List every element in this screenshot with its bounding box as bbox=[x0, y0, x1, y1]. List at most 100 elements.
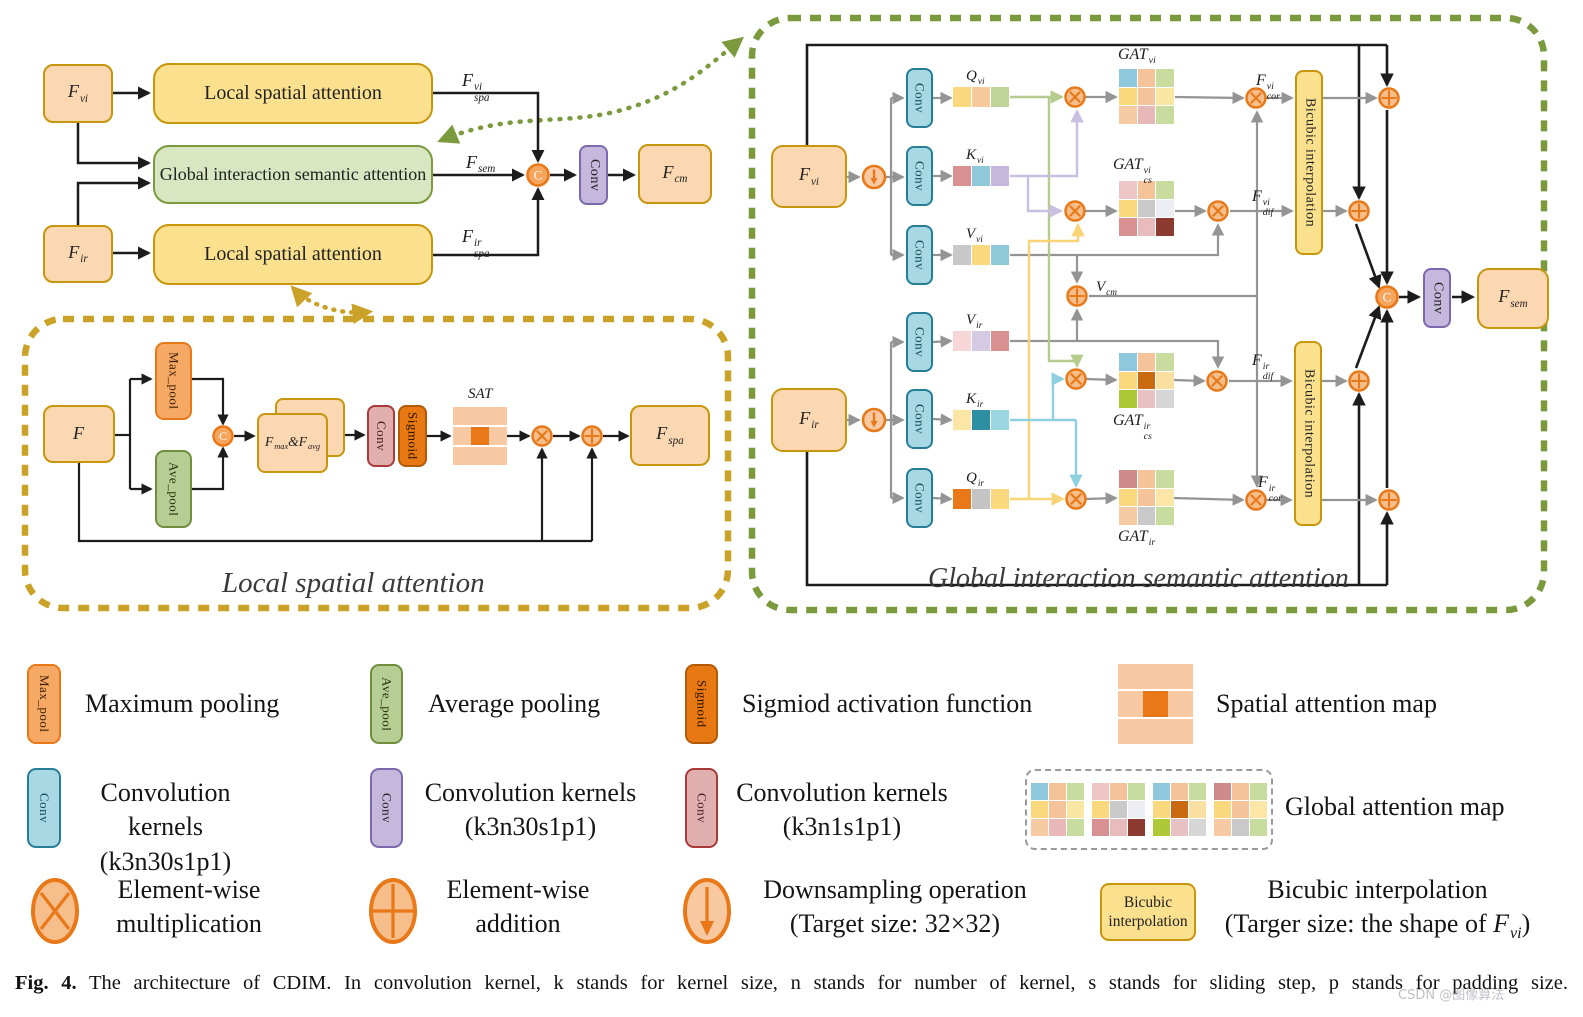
legend-bicubic-label: Bicubic interpolation (Targer size: the … bbox=[1224, 875, 1531, 943]
legend-conv-purple-box: Conv bbox=[370, 768, 403, 848]
overview-local-spatial-attention-bottom: Local spatial attention bbox=[153, 224, 433, 285]
connector-to-global-panel bbox=[437, 36, 744, 144]
connector-to-local-panel bbox=[290, 285, 374, 325]
color-cell bbox=[1110, 801, 1127, 818]
color-cell bbox=[953, 331, 971, 351]
color-cell bbox=[1250, 819, 1267, 836]
color-cell bbox=[1153, 801, 1170, 818]
watermark: CSDN @图像算法 bbox=[1398, 988, 1505, 1003]
color-cell bbox=[972, 331, 990, 351]
gp-mult-f-dif-vi bbox=[1207, 200, 1229, 227]
gp-downsample-op-ir bbox=[861, 407, 887, 438]
lp-concat-node: C bbox=[212, 425, 234, 452]
color-cell bbox=[1137, 353, 1156, 371]
gat-cs-vi-grid bbox=[1119, 181, 1174, 236]
color-cell bbox=[1171, 783, 1188, 800]
sat-core bbox=[470, 427, 490, 445]
legend-global-attention-map-icon bbox=[1025, 769, 1273, 850]
gp-downsample-op-vi bbox=[861, 164, 887, 195]
gp-mult-gat-vi bbox=[1064, 86, 1086, 113]
legend-downsample-label: Downsampling operation(Target size: 32×3… bbox=[763, 875, 1027, 939]
legend-sat-label: Spatial attention map bbox=[1216, 689, 1437, 718]
legend-ave-pool-box: Ave_pool bbox=[370, 664, 403, 744]
color-cell bbox=[1119, 218, 1137, 236]
v-vi-strip bbox=[953, 245, 1009, 265]
caption-text: The architecture of CDIM. In convolution… bbox=[76, 972, 1569, 994]
color-cell bbox=[1137, 390, 1156, 408]
color-cell bbox=[1119, 390, 1137, 408]
color-cell bbox=[1137, 181, 1156, 199]
legend-downsample-icon bbox=[680, 876, 734, 951]
sat-band-bottom bbox=[453, 447, 507, 465]
local-panel-title: Local spatial attention bbox=[222, 567, 485, 599]
color-cell bbox=[1137, 470, 1156, 488]
color-cell bbox=[1137, 507, 1156, 525]
color-cell bbox=[972, 87, 990, 107]
color-cell bbox=[1119, 87, 1137, 106]
legend-gam-grid-2 bbox=[1092, 783, 1145, 836]
color-cell bbox=[953, 489, 971, 509]
legend-sigmoid-label: Sigmiod activation function bbox=[742, 689, 1033, 718]
color-cell bbox=[1156, 371, 1174, 390]
color-cell bbox=[953, 410, 971, 430]
sat-band-mid bbox=[453, 427, 507, 445]
color-cell bbox=[1153, 819, 1170, 836]
color-cell bbox=[1119, 353, 1137, 371]
legend-add-icon bbox=[366, 876, 420, 951]
color-cell bbox=[991, 166, 1009, 186]
color-cell bbox=[1153, 783, 1170, 800]
color-cell bbox=[1031, 819, 1048, 836]
color-cell bbox=[1119, 488, 1137, 507]
gp-conv-kvi: Conv bbox=[906, 146, 933, 206]
lp-f-box: F bbox=[43, 405, 115, 463]
k-vi-strip bbox=[953, 166, 1009, 186]
color-cell bbox=[1156, 390, 1174, 408]
color-cell bbox=[1232, 783, 1249, 800]
color-cell bbox=[1119, 470, 1137, 488]
color-cell bbox=[1156, 470, 1174, 488]
gisa-label: Global interaction semantic attention bbox=[159, 164, 427, 185]
gp-mult-f-cor-vi bbox=[1245, 87, 1267, 114]
color-cell bbox=[1156, 69, 1174, 87]
overview-conv-label: Conv bbox=[586, 158, 602, 192]
color-cell bbox=[1214, 801, 1231, 818]
gp-mult-gat-cs-ir bbox=[1065, 368, 1087, 395]
gat-cs-ir-grid bbox=[1119, 353, 1174, 408]
lp-max-pool-box: Max_pool bbox=[155, 342, 192, 420]
lsa-top-label: Local spatial attention bbox=[204, 82, 382, 104]
color-cell bbox=[1156, 218, 1174, 236]
lp-ave-pool-box: Ave_pool bbox=[155, 450, 192, 528]
color-cell bbox=[1137, 371, 1156, 390]
overview-conv-box: Conv bbox=[579, 145, 608, 205]
legend-conv-purple-label: Convolution kernels(k3n30s1p1) bbox=[424, 778, 637, 842]
legend-gam-label: Global attention map bbox=[1285, 792, 1505, 821]
color-cell bbox=[1156, 181, 1174, 199]
legend-max-pool-box: Max_pool bbox=[27, 664, 61, 744]
color-cell bbox=[1137, 488, 1156, 507]
color-cell bbox=[1067, 783, 1084, 800]
color-cell bbox=[1119, 371, 1137, 390]
overview-global-interaction-box: Global interaction semantic attention bbox=[153, 145, 433, 204]
q-vi-strip bbox=[953, 87, 1009, 107]
gp-mult-f-cor-ir bbox=[1245, 489, 1267, 516]
color-cell bbox=[1119, 106, 1137, 124]
legend-conv-blue-box: Conv bbox=[27, 768, 61, 848]
color-cell bbox=[972, 410, 990, 430]
gp-add-f-dif-vi bbox=[1348, 200, 1370, 227]
